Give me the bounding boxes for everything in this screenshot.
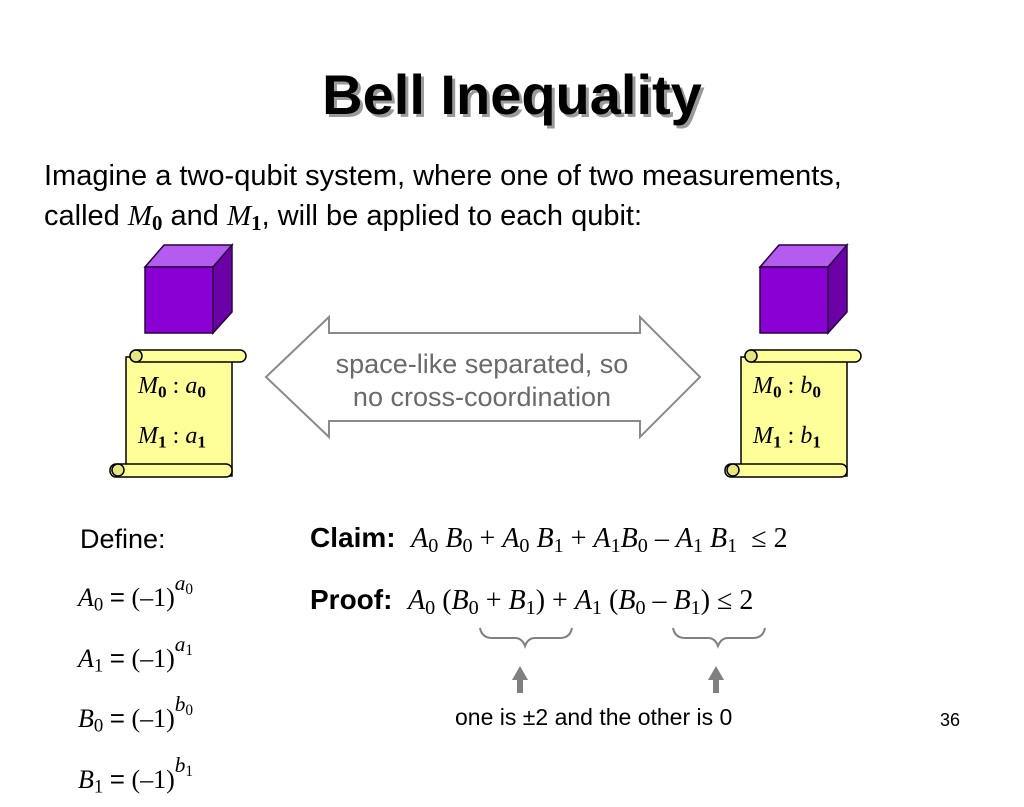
m0-symbol: M0 — [127, 200, 163, 236]
up-arrow-right — [708, 666, 724, 693]
define-list: A0 = (–1)a0 A1 = (–1)a1 B0 = (–1)b0 B1 =… — [78, 564, 193, 807]
right-scroll-row-1: M0 : b0 — [753, 373, 821, 402]
m1-symbol: M1 — [226, 200, 262, 236]
up-arrow-left — [512, 666, 528, 693]
arrow-label-line-2: no cross-coordination — [352, 382, 612, 412]
slide-graphics — [109, 242, 862, 693]
right-scroll-row-2: M1 : b1 — [753, 423, 821, 452]
page-number: 36 — [940, 710, 961, 730]
arrow-label-line-1: space-like separated, so — [335, 349, 629, 379]
intro-called: called — [44, 200, 120, 232]
right-qubit-cube — [758, 242, 849, 335]
intro-line-1: Imagine a two-qubit system, where one of… — [44, 160, 842, 192]
right-scroll — [724, 349, 862, 478]
proof-formula: A0 (B0 + B1) + A1 (B0 – B1) ≤ 2 — [408, 585, 754, 620]
define-line: B0 = (–1)b0 — [78, 692, 194, 737]
left-scroll-row-2: M1 : a1 — [138, 423, 206, 452]
claim-formula: A0 B0 + A0 B1 + A1B0 – A1 B1 ≤ 2 — [411, 523, 788, 558]
bottom-note: one is ±2 and the other is 0 — [455, 704, 733, 730]
define-line: A0 = (–1)a0 — [78, 571, 194, 616]
right-scroll-text: M0 : b0 M1 : b1 — [753, 364, 821, 465]
double-arrow-shape — [264, 314, 702, 440]
claim-label: Claim: — [310, 522, 396, 553]
proof-statement: Proof: A0 (B0 + B1) + A1 (B0 – B1) ≤ 2 — [310, 584, 753, 620]
claim-statement: Claim: A0 B0 + A0 B1 + A1B0 – A1 B1 ≤ 2 — [310, 522, 788, 558]
left-qubit-cube — [143, 242, 234, 335]
intro-tail: , will be applied to each qubit: — [261, 200, 643, 232]
slide-title: Bell Inequality — [322, 63, 702, 126]
arrow-label: space-like separated, so no cross-coordi… — [278, 348, 686, 414]
intro-and: and — [170, 200, 219, 232]
left-scroll-row-1: M0 : a0 — [138, 373, 206, 402]
intro-line-2: called M0 and M1, will be applied to eac… — [44, 196, 1004, 243]
right-brace — [672, 627, 766, 649]
left-scroll — [109, 349, 247, 478]
intro-text: Imagine a two-qubit system, where one of… — [44, 156, 1004, 243]
define-line: A1 = (–1)a1 — [78, 631, 194, 677]
left-scroll-text: M0 : a0 M1 : a1 — [138, 364, 206, 465]
define-label: Define: — [80, 524, 166, 554]
left-brace — [479, 627, 573, 649]
define-line: B1 = (–1)b1 — [78, 752, 194, 798]
proof-label: Proof: — [310, 584, 393, 615]
